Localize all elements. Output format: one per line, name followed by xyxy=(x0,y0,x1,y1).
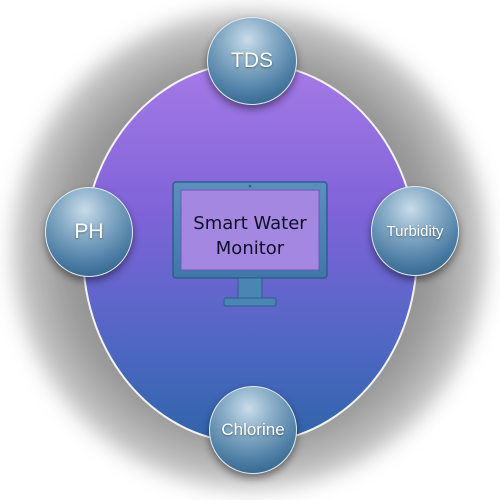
node-tds: TDS xyxy=(207,17,297,105)
node-ph: PH xyxy=(45,187,133,277)
node-turbidity-label: Turbidity xyxy=(386,222,444,240)
node-chlorine-label: Chlorine xyxy=(221,420,285,439)
node-chlorine: Chlorine xyxy=(209,386,297,474)
node-ph-label: PH xyxy=(74,220,104,243)
center-label-line1: Smart Water xyxy=(193,213,307,234)
node-turbidity: Turbidity xyxy=(371,186,459,276)
center-label-line2: Monitor xyxy=(215,238,285,259)
center-label: Smart Water Monitor xyxy=(180,211,320,261)
monitor-icon: Smart Water Monitor xyxy=(172,181,328,311)
node-tds-label: TDS xyxy=(231,49,273,72)
